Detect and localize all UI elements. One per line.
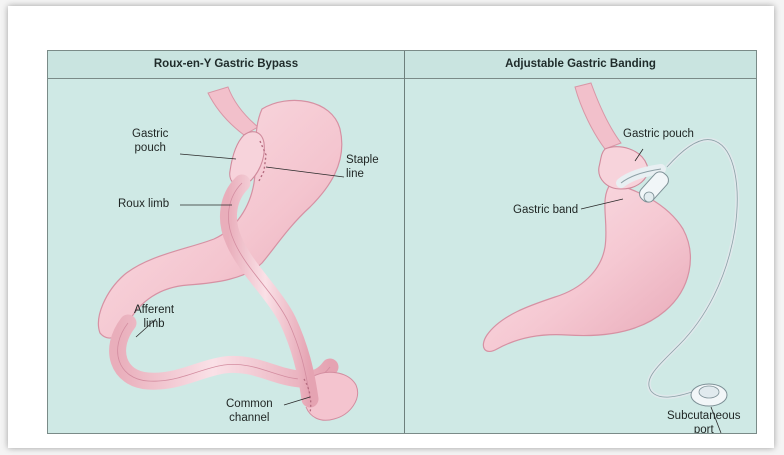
label-roux-limb: Roux limb — [118, 197, 169, 211]
label-gastric-pouch-right: Gastric pouch — [623, 127, 694, 141]
label-afferent-limb: Afferent limb — [134, 303, 174, 331]
gastric-banding-panel: Adjustable Gastric Banding — [405, 51, 756, 433]
gastric-banding-art: Gastric pouch Gastric band Subcutaneous … — [405, 79, 756, 433]
gastric-banding-illustration — [405, 79, 756, 433]
subcutaneous-port-device — [691, 384, 727, 406]
label-gastric-pouch-left: Gastric pouch — [132, 127, 168, 155]
roux-en-y-art: Gastric pouch Staple line Roux limb Affe… — [48, 79, 404, 433]
label-subcutaneous-port: Subcutaneous port — [667, 409, 741, 434]
label-staple-line: Staple line — [346, 153, 379, 181]
roux-en-y-title: Roux-en-Y Gastric Bypass — [48, 51, 404, 79]
roux-en-y-illustration — [48, 79, 404, 433]
label-gastric-band: Gastric band — [513, 203, 578, 217]
gastric-pouch-leader — [180, 154, 236, 159]
esophagus-shape — [208, 87, 258, 135]
esophagus-shape-right — [575, 83, 621, 149]
label-common-channel: Common channel — [226, 397, 273, 425]
gastric-banding-title: Adjustable Gastric Banding — [405, 51, 756, 79]
medical-illustration: Roux-en-Y Gastric Bypass — [47, 50, 757, 434]
image-frame: Roux-en-Y Gastric Bypass — [8, 6, 774, 448]
roux-en-y-panel: Roux-en-Y Gastric Bypass — [48, 51, 404, 433]
